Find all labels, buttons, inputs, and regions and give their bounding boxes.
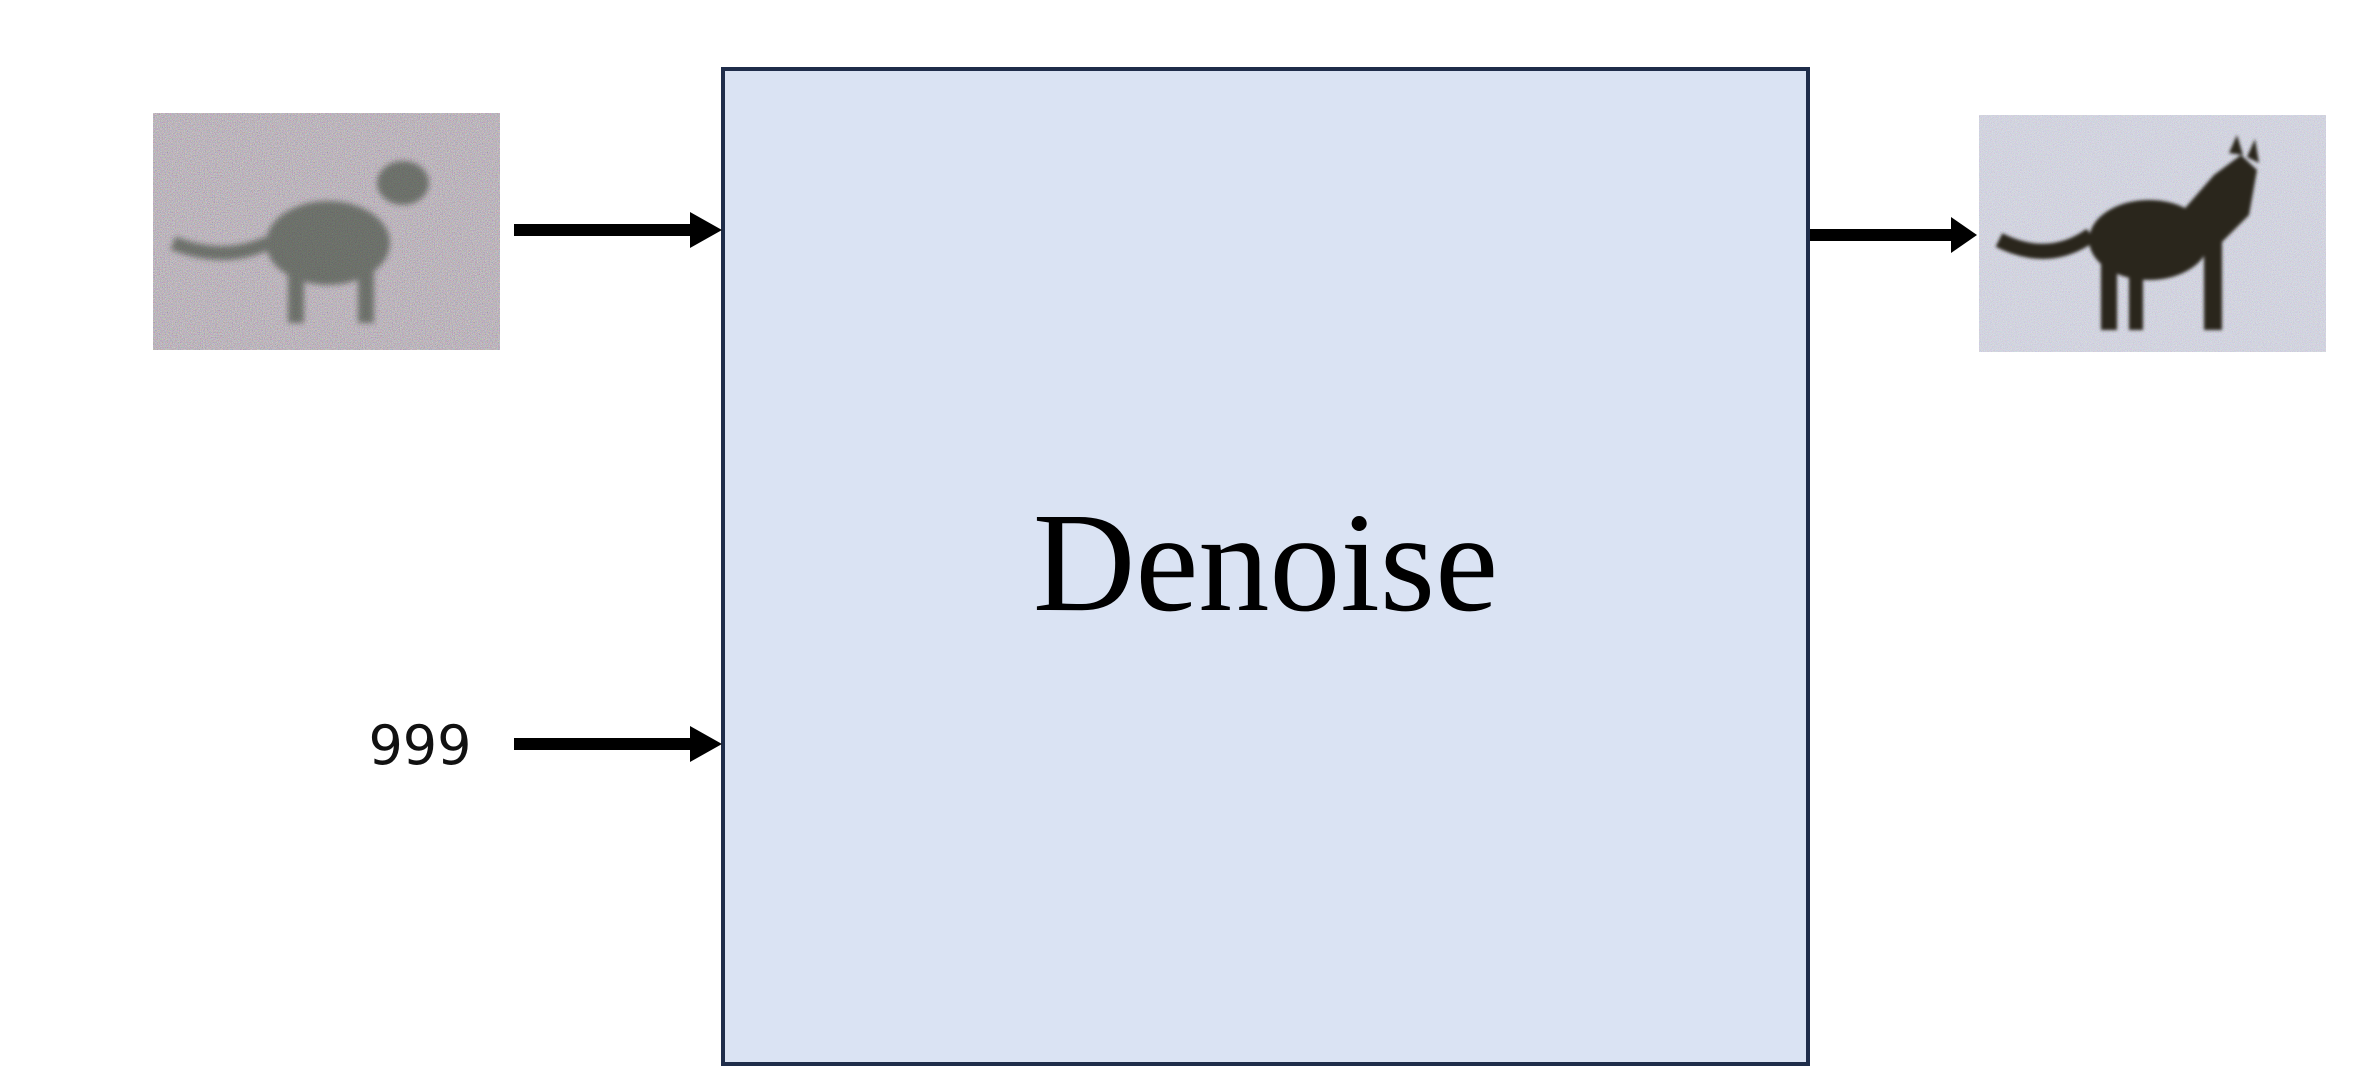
output-arrow — [1810, 217, 1977, 253]
denoised-cat-output-image — [1979, 115, 2326, 352]
input-image-arrow — [514, 212, 722, 248]
timestep-arrow — [514, 726, 722, 762]
denoise-box: Denoise — [721, 67, 1810, 1066]
denoise-label: Denoise — [1032, 482, 1499, 641]
noisy-cat-image-icon — [153, 113, 500, 350]
timestep-label: 999 — [368, 713, 472, 777]
noisy-cat-input-image — [153, 113, 500, 350]
less-noisy-cat-image-icon — [1979, 115, 2326, 352]
